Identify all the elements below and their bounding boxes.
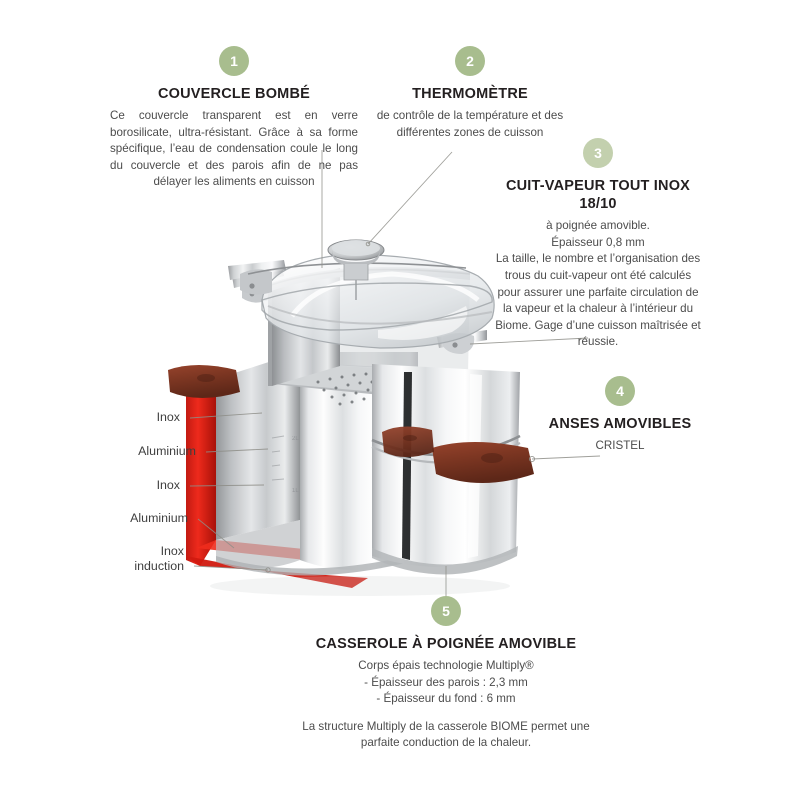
cutaway-wall [186, 379, 216, 566]
callout-4-body: CRISTEL [528, 438, 712, 455]
callout-5-body-line-3: - Épaisseur du fond : 6 mm [376, 692, 516, 706]
svg-text:2L: 2L [292, 436, 299, 442]
callout-4-badge: 4 [605, 376, 635, 406]
reflection-stripe [402, 372, 412, 560]
callout-3: 3 CUIT-VAPEUR TOUT INOX 18/10 à poignée … [492, 138, 704, 351]
callout-5-body-line-1: Corps épais technologie Multiply® [358, 659, 534, 673]
callout-3-body: à poignée amovible. Épaisseur 0,8 mm La … [492, 218, 704, 351]
handle-right [432, 442, 534, 483]
handle-mid [382, 426, 434, 457]
callout-4-body-line: CRISTEL [595, 439, 645, 453]
callout-1: 1 COUVERCLE BOMBÉ Ce couvercle transpare… [110, 46, 358, 191]
callout-3-badge: 3 [583, 138, 613, 168]
callout-5-body: Corps épais technologie Multiply® - Épai… [286, 658, 606, 752]
layer-label-aluminium-1: Aluminium [138, 444, 196, 458]
callout-5-body-line-2: - Épaisseur des parois : 2,3 mm [364, 675, 528, 689]
callout-2-badge: 2 [455, 46, 485, 76]
callout-5-body-line-4: La structure Multiply de la casserole BI… [302, 719, 590, 750]
callout-5-title: CASSEROLE À POIGNÉE AMOVIBLE [315, 636, 577, 652]
callout-1-body: Ce couvercle transparent est en verre bo… [110, 108, 358, 191]
layer-label-inox-induction: Inox induction [134, 544, 184, 573]
callout-5: 5 CASSEROLE À POIGNÉE AMOVIBLE Corps épa… [286, 596, 606, 752]
callout-2-title: THERMOMÈTRE [412, 86, 528, 102]
thermometer-dial [327, 239, 385, 300]
callout-4: 4 ANSES AMOVIBLES CRISTEL [528, 376, 712, 455]
callout-3-title-line2: 18/10 [579, 196, 617, 213]
callout-2: 2 THERMOMÈTRE de contrôle de la températ… [370, 46, 570, 141]
svg-text:1L: 1L [292, 488, 299, 494]
callout-3-body-line-3: La taille, le nombre et l’organisation d… [495, 252, 701, 349]
layer-label-inox-2: Inox [156, 478, 180, 492]
graduation-marks [271, 435, 285, 481]
layer-label-aluminium-2: Aluminium [130, 511, 188, 525]
callout-1-badge: 1 [219, 46, 249, 76]
layer-label-inox-1: Inox [156, 410, 180, 424]
callout-3-body-line-2: Épaisseur 0,8 mm [551, 235, 645, 249]
callout-5-badge: 5 [431, 596, 461, 626]
callout-2-body: de contrôle de la température et des dif… [370, 108, 570, 141]
callout-3-body-line-1: à poignée amovible. [546, 219, 650, 233]
callout-3-title: CUIT-VAPEUR TOUT INOX 18/10 [492, 177, 704, 213]
callout-4-title: ANSES AMOVIBLES [548, 416, 692, 432]
callout-3-title-line1: CUIT-VAPEUR TOUT INOX [505, 178, 691, 194]
callout-1-title: COUVERCLE BOMBÉ [157, 86, 311, 102]
callout-1-body-line: Ce couvercle transparent est en verre bo… [110, 109, 358, 189]
callout-2-body-line: de contrôle de la température et des dif… [376, 109, 564, 139]
